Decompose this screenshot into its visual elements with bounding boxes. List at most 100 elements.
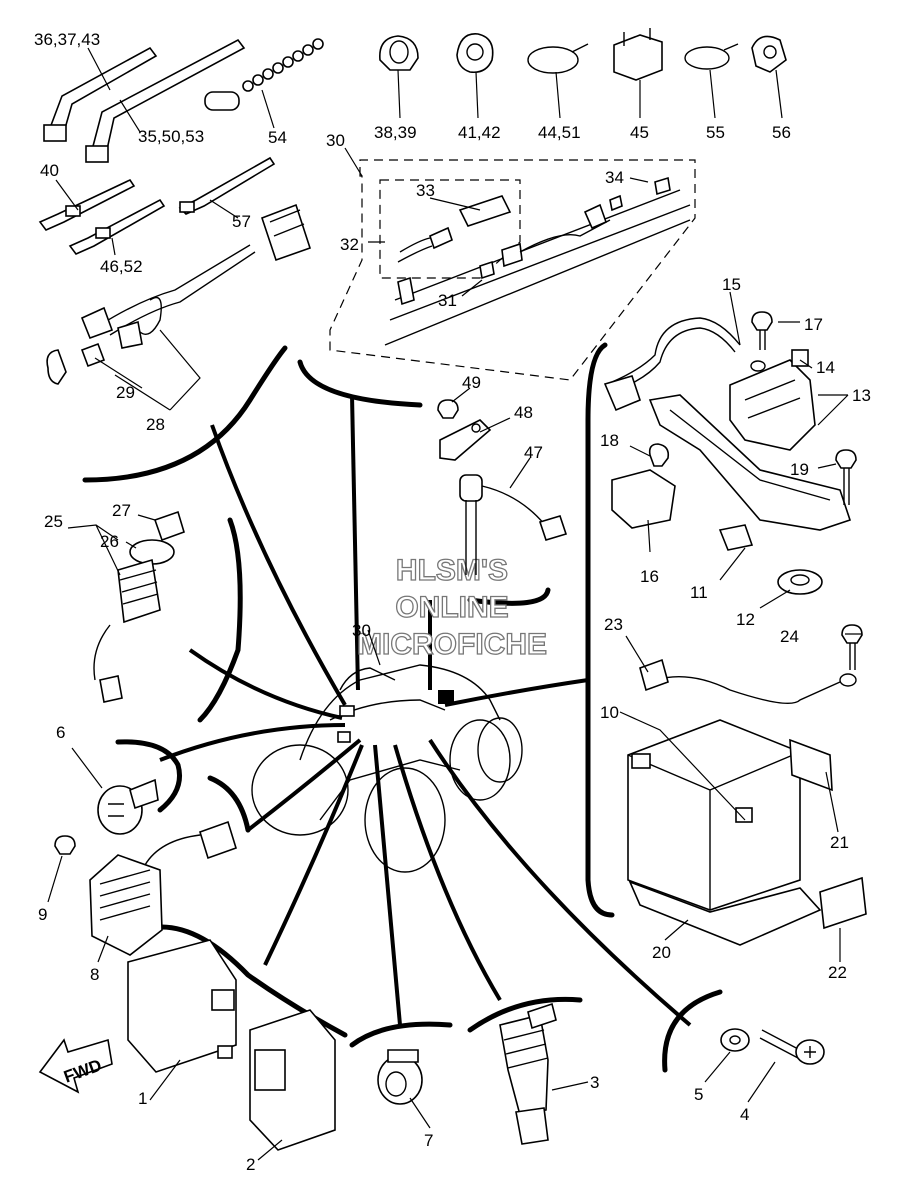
callout-3: 3 bbox=[590, 1073, 599, 1092]
screw-9 bbox=[54, 835, 76, 855]
bead-band-54 bbox=[204, 38, 324, 111]
negative-cable-23 bbox=[639, 658, 857, 705]
cable-tie-36 bbox=[43, 46, 158, 142]
cable-tie-40 bbox=[38, 178, 136, 231]
callout-6: 6 bbox=[56, 723, 65, 742]
band-44 bbox=[527, 43, 589, 74]
relay-6 bbox=[97, 778, 159, 835]
callout-8: 8 bbox=[90, 965, 99, 984]
battery-bracket-11 bbox=[648, 394, 852, 551]
callout-55: 55 bbox=[706, 123, 725, 142]
grommet-12 bbox=[777, 569, 823, 595]
callout-19: 19 bbox=[790, 460, 809, 479]
pad-22 bbox=[819, 876, 867, 930]
callout-28: 28 bbox=[146, 415, 165, 434]
vehicle-part-marker-1 bbox=[339, 705, 355, 717]
callout-44-51: 44,51 bbox=[538, 123, 581, 142]
callout-36-37-43: 36,37,43 bbox=[34, 30, 100, 49]
callout-15: 15 bbox=[722, 275, 741, 294]
band-55 bbox=[684, 43, 739, 70]
bracket-battery-group bbox=[585, 342, 615, 918]
callout-18: 18 bbox=[600, 431, 619, 450]
callout-56: 56 bbox=[772, 123, 791, 142]
bolt-19 bbox=[835, 449, 857, 505]
cdi-unit-1 bbox=[127, 939, 237, 1073]
vehicle-part-marker-2 bbox=[337, 731, 351, 743]
rectifier-regulator-8 bbox=[89, 820, 237, 956]
callout-labels: 36,37,43 35,50,53 54 38,39 41,42 44,51 4… bbox=[34, 30, 871, 1174]
wire-harness-28 bbox=[46, 203, 312, 385]
bracket-switch-group bbox=[197, 517, 243, 723]
callout-4: 4 bbox=[740, 1105, 749, 1124]
fwd-direction-arrow: FWD bbox=[38, 1038, 113, 1094]
sensor-47 bbox=[459, 474, 568, 575]
callout-leaders bbox=[47, 47, 862, 1161]
bolt-24 bbox=[841, 624, 863, 670]
battery-band-20 bbox=[628, 880, 822, 946]
callout-46-52: 46,52 bbox=[100, 257, 143, 276]
callout-12: 12 bbox=[736, 610, 755, 629]
callout-7: 7 bbox=[424, 1131, 433, 1150]
callout-16: 16 bbox=[640, 567, 659, 586]
sub-harness-dashed-box bbox=[329, 159, 696, 381]
relay-16 bbox=[611, 469, 676, 529]
callout-17: 17 bbox=[804, 315, 823, 334]
bolt-17 bbox=[751, 311, 773, 350]
callout-14: 14 bbox=[816, 358, 835, 377]
bracket-rectifier-group bbox=[207, 775, 251, 833]
bracket-subharness-group bbox=[297, 359, 423, 408]
callout-38-39: 38,39 bbox=[374, 123, 417, 142]
callout-20: 20 bbox=[652, 943, 671, 962]
vehicle-leader-lines bbox=[159, 394, 692, 1027]
battery-lead-15 bbox=[603, 317, 766, 412]
callout-34: 34 bbox=[605, 168, 624, 187]
ignition-coil-3 bbox=[499, 1002, 557, 1145]
damper-18 bbox=[648, 443, 670, 467]
callout-40: 40 bbox=[40, 161, 59, 180]
bracket-7-group bbox=[349, 1021, 453, 1048]
starter-relay-13 bbox=[729, 359, 816, 451]
cable-tie-35 bbox=[85, 38, 246, 163]
callout-25: 25 bbox=[44, 512, 63, 531]
clip-56 bbox=[751, 35, 787, 73]
callout-54: 54 bbox=[268, 128, 287, 147]
clamp-38 bbox=[379, 35, 419, 71]
callout-29: 29 bbox=[116, 383, 135, 402]
callout-33: 33 bbox=[416, 181, 435, 200]
callout-26: 26 bbox=[100, 532, 119, 551]
cable-tie-57 bbox=[178, 156, 276, 215]
callout-57: 57 bbox=[232, 212, 251, 231]
watermark-line-2: ONLINE bbox=[395, 591, 508, 624]
neutral-switch-7 bbox=[377, 1049, 423, 1105]
plate-48 bbox=[439, 419, 492, 461]
callout-45: 45 bbox=[630, 123, 649, 142]
watermark-line-1: HLSM'S bbox=[396, 554, 508, 587]
callout-32: 32 bbox=[340, 235, 359, 254]
callout-30-b: 30 bbox=[352, 621, 371, 640]
callout-1: 1 bbox=[138, 1089, 147, 1108]
callout-22: 22 bbox=[828, 963, 847, 982]
sub-harness-inner-box bbox=[379, 179, 521, 279]
callout-2: 2 bbox=[246, 1155, 255, 1174]
watermark-line-3: MICROFICHE bbox=[357, 628, 547, 661]
callout-24: 24 bbox=[780, 627, 799, 646]
bracket-sensor-group bbox=[467, 587, 551, 606]
callout-9: 9 bbox=[38, 905, 47, 924]
callout-35-50-53: 35,50,53 bbox=[138, 127, 204, 146]
callout-31: 31 bbox=[438, 291, 457, 310]
sub-harness-30 bbox=[384, 176, 691, 346]
callout-41-42: 41,42 bbox=[458, 123, 501, 142]
bolt-4 bbox=[759, 1029, 825, 1065]
bracket-harness-group bbox=[82, 345, 288, 483]
callout-27: 27 bbox=[112, 501, 131, 520]
cable-tie-46 bbox=[68, 198, 166, 255]
callout-48: 48 bbox=[514, 403, 533, 422]
bracket-relay-6-group bbox=[115, 739, 182, 813]
callout-13: 13 bbox=[852, 386, 871, 405]
callout-49: 49 bbox=[462, 373, 481, 392]
bolt-49 bbox=[437, 399, 459, 419]
main-switch-25 bbox=[93, 510, 185, 703]
vehicle-battery-marker bbox=[438, 690, 454, 704]
callout-30-a: 30 bbox=[326, 131, 345, 150]
